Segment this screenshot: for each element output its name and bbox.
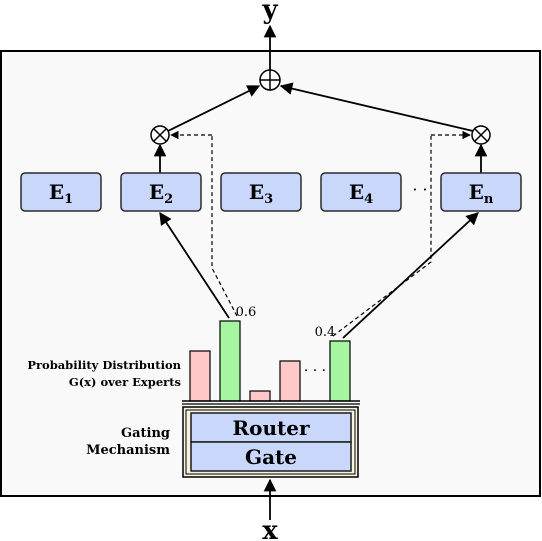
- expert-e4: E4: [320, 172, 402, 212]
- multiply-node-en: [471, 125, 491, 145]
- gating-mechanism: Router Gate: [182, 406, 359, 478]
- expert-subscript: 4: [364, 192, 373, 207]
- arrow-bar-to-en: [342, 212, 479, 339]
- arrow-bar-to-e2: [159, 211, 230, 319]
- bar-ellipsis: · · ·: [304, 363, 326, 379]
- expert-letter: E: [349, 180, 364, 204]
- gate-box: [190, 441, 352, 472]
- expert-subscript: n: [484, 192, 494, 207]
- probability-bar-3: [249, 390, 271, 402]
- probability-bar-5: [329, 340, 351, 402]
- expert-e3: E3: [220, 172, 302, 212]
- expert-subscript: 1: [64, 192, 73, 207]
- gating-label-line1: Gating: [121, 426, 170, 441]
- distribution-label-line2: G(x) over Experts: [69, 375, 181, 389]
- svg-text:E3: E3: [249, 180, 273, 207]
- expert-letter: E: [249, 180, 264, 204]
- output-label: y: [261, 0, 278, 25]
- expert-letter: E: [149, 180, 164, 204]
- probability-bar-4: [279, 360, 301, 402]
- expert-letter: E: [49, 180, 64, 204]
- expert-letter: E: [469, 180, 484, 204]
- svg-text:E2: E2: [149, 180, 173, 207]
- arrow-mult-e2-to-sum: [167, 85, 261, 132]
- sum-node: [259, 69, 281, 91]
- svg-text:E1: E1: [49, 180, 73, 207]
- expert-e2: E2: [120, 172, 202, 212]
- router-label: Router: [232, 416, 309, 440]
- expert-en: En: [440, 172, 522, 212]
- probability-bars: [189, 320, 351, 402]
- expert-e1: E1: [20, 172, 102, 212]
- distribution-label-line1: Probability Distribution: [27, 358, 181, 372]
- expert-subscript: 2: [164, 192, 173, 207]
- gating-label-line2: Mechanism: [86, 443, 170, 458]
- expert-ellipsis: · ·: [412, 180, 427, 199]
- probability-en: 0.4: [315, 325, 336, 340]
- svg-text:En: En: [469, 180, 494, 207]
- arrow-mult-en-to-sum: [279, 82, 474, 132]
- probability-e2: 0.6: [236, 305, 257, 320]
- dashed-weight-e2: [211, 134, 238, 317]
- probability-bar-2: [219, 320, 241, 402]
- multiply-node-e2: [150, 125, 170, 145]
- input-label: x: [262, 516, 278, 541]
- gate-label: Gate: [245, 445, 297, 469]
- svg-text:E4: E4: [349, 180, 373, 207]
- expert-subscript: 3: [264, 192, 273, 207]
- probability-bar-1: [189, 350, 211, 402]
